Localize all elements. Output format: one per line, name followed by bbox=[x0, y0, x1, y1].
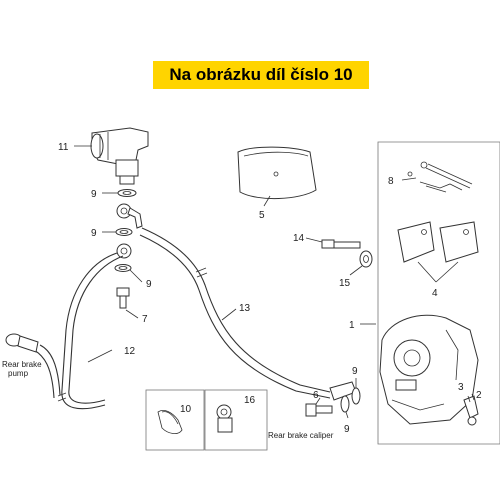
clamp-16[interactable] bbox=[216, 404, 233, 433]
callout-3: 3 bbox=[458, 382, 464, 393]
box-part-16 bbox=[204, 389, 268, 451]
rear-brake-pump-fitting[interactable] bbox=[5, 333, 39, 353]
hose-13[interactable] bbox=[139, 227, 357, 401]
clip-10[interactable] bbox=[157, 410, 183, 434]
callout-9-d: 9 bbox=[352, 366, 358, 377]
washer-9-b[interactable] bbox=[115, 228, 133, 236]
brake-caliper-1[interactable] bbox=[379, 314, 479, 425]
washer-9-e[interactable] bbox=[340, 395, 350, 413]
callout-9-c: 9 bbox=[146, 279, 152, 290]
bolt-6[interactable] bbox=[305, 403, 333, 417]
bolt-14[interactable] bbox=[321, 239, 361, 249]
caption-rear-brake-pump-1: Rear brake bbox=[2, 360, 42, 369]
leader-lines bbox=[74, 145, 475, 419]
brake-pads-4[interactable] bbox=[397, 221, 479, 263]
banjo-fitting-upper[interactable] bbox=[116, 203, 143, 259]
pin-kit-8[interactable] bbox=[407, 161, 473, 193]
caption-rear-brake-caliper: Rear brake caliper bbox=[268, 431, 334, 440]
banner-text: Na obrázku díl číslo 10 bbox=[169, 65, 353, 84]
callout-1: 1 bbox=[349, 320, 355, 331]
caliper-assembly-outline bbox=[377, 141, 500, 445]
caption-rear-brake-pump-2: pump bbox=[8, 369, 29, 378]
washer-9-d[interactable] bbox=[351, 387, 361, 405]
box-part-10 bbox=[145, 389, 205, 451]
callout-7: 7 bbox=[142, 314, 148, 325]
callout-9-a: 9 bbox=[91, 189, 97, 200]
callout-6: 6 bbox=[313, 390, 319, 401]
bleed-screw-2[interactable] bbox=[463, 395, 479, 426]
part-11-reservoir[interactable] bbox=[90, 127, 149, 185]
callout-8: 8 bbox=[388, 176, 394, 187]
callout-5: 5 bbox=[259, 210, 265, 221]
callout-16: 16 bbox=[244, 395, 256, 406]
washer-9-c[interactable] bbox=[114, 264, 132, 272]
callout-14: 14 bbox=[293, 233, 305, 244]
cover-5[interactable] bbox=[237, 146, 317, 199]
washer-15[interactable] bbox=[359, 250, 373, 268]
callout-9-e: 9 bbox=[344, 424, 350, 435]
callout-11: 11 bbox=[58, 142, 69, 153]
callout-13: 13 bbox=[239, 303, 251, 314]
title-banner: Na obrázku díl číslo 10 bbox=[153, 61, 369, 89]
callout-10: 10 bbox=[180, 404, 192, 415]
callout-9-b: 9 bbox=[91, 228, 97, 239]
callout-4: 4 bbox=[432, 288, 438, 299]
callout-15: 15 bbox=[339, 278, 351, 289]
hose-12[interactable] bbox=[33, 252, 124, 410]
callout-12: 12 bbox=[124, 346, 136, 357]
callout-2: 2 bbox=[476, 390, 482, 401]
washer-9-a[interactable] bbox=[117, 189, 137, 197]
bolt-7[interactable] bbox=[116, 287, 130, 309]
